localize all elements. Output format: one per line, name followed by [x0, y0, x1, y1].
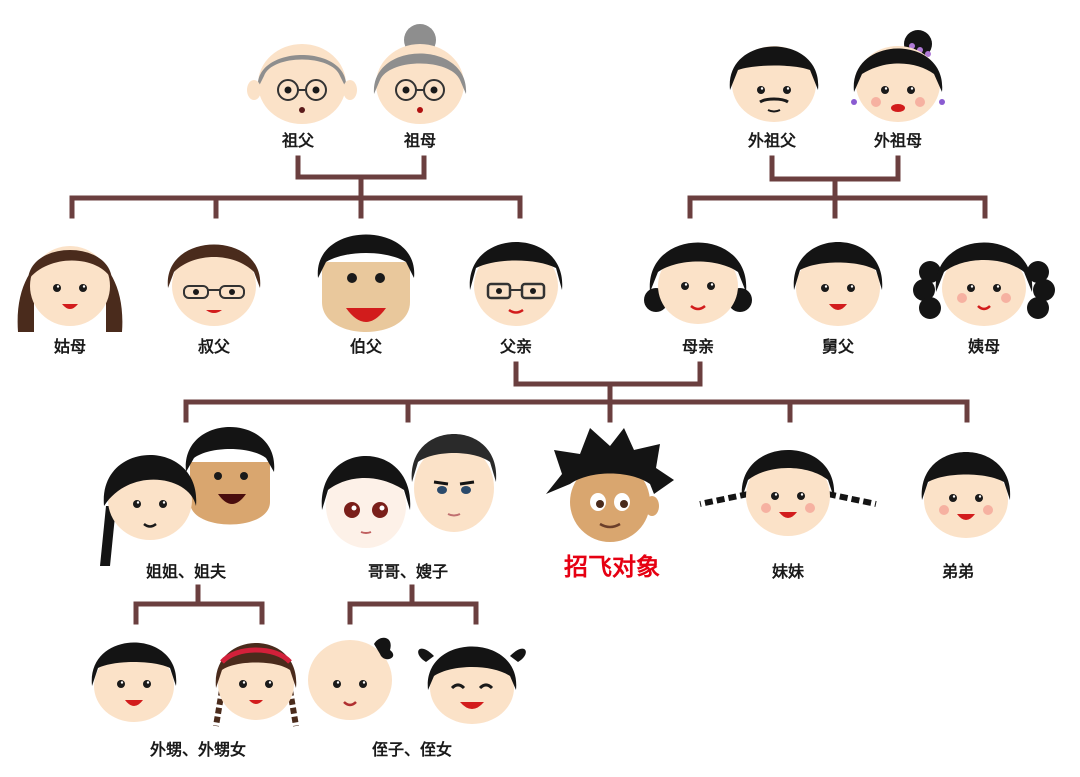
label-grandfather: 祖父 — [281, 131, 315, 150]
node-labels: 祖父 祖母 外祖父 外祖母 姑母 叔父 伯父 父亲 母亲 舅父 姨母 姐姐、姐夫… — [54, 131, 1000, 759]
niece-sister-daughter-face — [213, 643, 299, 727]
younger-sister-face — [699, 450, 877, 536]
label-brother-children: 侄子、侄女 — [372, 740, 452, 759]
maternal-uncle-face — [793, 242, 883, 326]
label-elder-brother-couple: 哥哥、嫂子 — [368, 562, 448, 581]
paternal-aunt-face — [17, 246, 123, 332]
label-maternal-aunt: 姨母 — [968, 337, 1000, 356]
label-sister-children: 外甥、外甥女 — [149, 740, 246, 759]
label-maternal-grandmother: 外祖母 — [873, 131, 922, 150]
label-younger-sister: 妹妹 — [771, 562, 805, 581]
niece-brother-daughter-face — [418, 646, 526, 724]
elder-uncle-face — [317, 234, 415, 332]
grandfather-face — [247, 44, 357, 124]
younger-uncle-face — [167, 244, 261, 326]
target-person-face — [546, 428, 674, 542]
label-younger-uncle: 叔父 — [198, 337, 231, 356]
father-face — [469, 242, 563, 326]
maternal-grandmother-face — [851, 30, 945, 122]
label-target-person: 招飞对象 — [564, 553, 660, 581]
younger-brother-face — [921, 452, 1011, 538]
maternal-grandfather-face — [729, 46, 819, 122]
connector-lines — [69, 155, 988, 625]
maternal-aunt-face — [913, 242, 1055, 326]
label-younger-brother: 弟弟 — [942, 562, 974, 581]
nephew-brother-son-face — [308, 637, 394, 720]
label-grandmother: 祖母 — [403, 131, 436, 150]
label-elder-uncle: 伯父 — [350, 337, 383, 356]
mother-face — [644, 242, 752, 324]
label-maternal-uncle: 舅父 — [822, 337, 855, 356]
label-father: 父亲 — [499, 337, 532, 356]
elder-brother-couple-face — [321, 434, 497, 548]
label-paternal-aunt: 姑母 — [54, 337, 86, 356]
nephew-sister-son-face — [91, 642, 177, 722]
label-maternal-grandfather: 外祖父 — [747, 131, 797, 150]
grandmother-face — [373, 24, 467, 124]
label-mother: 母亲 — [682, 337, 714, 356]
elder-sister-couple-face — [100, 427, 275, 566]
label-elder-sister-couple: 姐姐、姐夫 — [146, 562, 227, 581]
